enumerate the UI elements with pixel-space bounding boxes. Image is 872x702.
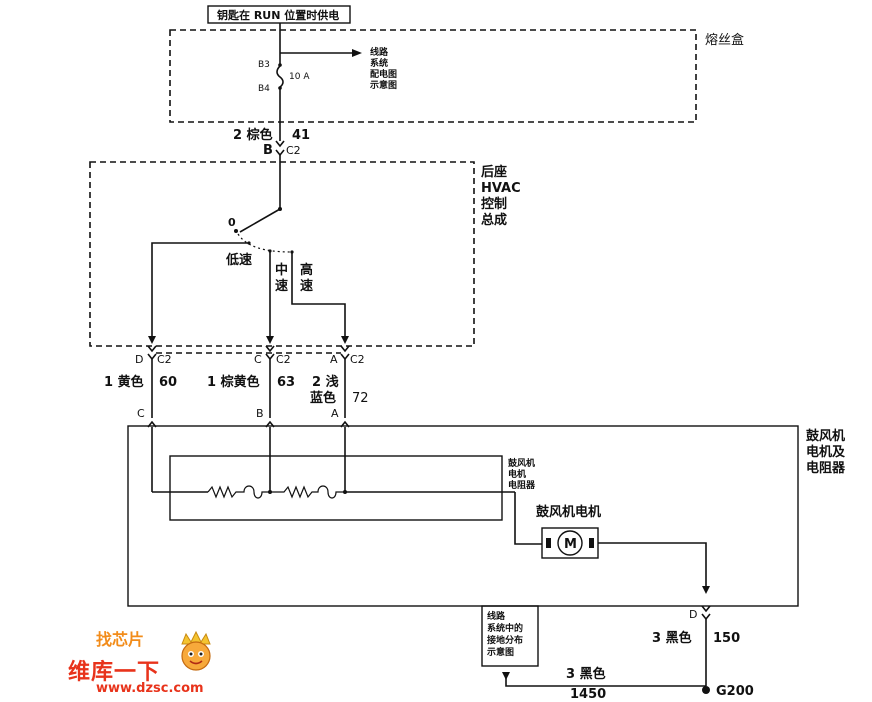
resistor-block-outline bbox=[169, 455, 503, 521]
wire-top-pin: B bbox=[263, 143, 273, 158]
watermark-logo: 找芯片 维库一下 www.dzsc.com bbox=[66, 626, 226, 698]
watermark-url: www.dzsc.com bbox=[96, 681, 204, 696]
low-speed-arrow-icon bbox=[148, 336, 156, 344]
wire2-circuit: 63 bbox=[277, 375, 295, 390]
resistor-junction-b bbox=[268, 490, 272, 494]
circuit-ref-line2: 系统 bbox=[370, 57, 388, 69]
wire3-size: 2 浅 bbox=[312, 374, 339, 390]
pin-d-label: D bbox=[135, 353, 143, 366]
ground-point-label: G200 bbox=[716, 684, 754, 699]
ground-ref-arrow-icon bbox=[502, 672, 510, 680]
wire-h-size-color: 3 黑色 bbox=[566, 666, 606, 682]
connector-c2-top-icon bbox=[275, 140, 285, 157]
wire-top-size-color: 2 棕色 bbox=[233, 127, 273, 143]
wire1-circuit: 60 bbox=[159, 375, 177, 390]
connector-c2-d-icon bbox=[147, 345, 157, 361]
motor-ground-arrow-icon bbox=[702, 586, 710, 594]
fuse-box-outline bbox=[169, 29, 697, 123]
wire-g-size-color: 3 黑色 bbox=[652, 630, 692, 646]
ground-ref-line2: 系统中的 bbox=[487, 622, 523, 634]
motor-to-ground-wire bbox=[598, 542, 707, 590]
wire-top-connector: C2 bbox=[286, 144, 301, 157]
watermark-top-text: 找芯片 bbox=[96, 630, 145, 649]
circuit-ref-line4: 示意图 bbox=[370, 79, 397, 91]
wire-top-circuit: 41 bbox=[292, 128, 310, 143]
hvac-label-line4: 总成 bbox=[481, 212, 507, 228]
ground-ref-line4: 示意图 bbox=[487, 646, 514, 658]
motor-brush-right bbox=[589, 538, 594, 548]
conn-c-label: C2 bbox=[276, 353, 291, 366]
wire1-size-color: 1 黄色 bbox=[104, 374, 144, 390]
blower-pin-b-label: B bbox=[256, 407, 264, 420]
fuse-branch-arrow-icon bbox=[352, 49, 362, 57]
motor-symbol: M bbox=[564, 537, 577, 552]
motor-label: 鼓风机电机 bbox=[536, 504, 601, 520]
speed-low-label: 低速 bbox=[225, 252, 252, 268]
high-speed-wire bbox=[291, 252, 346, 340]
resistor-label-line2: 电机 bbox=[508, 468, 526, 480]
blower-assembly-outline bbox=[127, 425, 799, 607]
resistor-to-motor-wire-2 bbox=[514, 492, 542, 545]
wire2-size-color: 1 棕黄色 bbox=[207, 374, 260, 390]
switch-off-contact bbox=[234, 229, 238, 233]
speed-mid-label-1: 中 bbox=[275, 262, 288, 278]
fuse-box-label: 熔丝盒 bbox=[705, 32, 744, 48]
ground-conn-d-icon bbox=[701, 605, 711, 621]
fuse-b3-label: B3 bbox=[258, 60, 270, 70]
watermark-main-text: 维库一下 bbox=[68, 660, 161, 685]
assembly-label-line3: 电阻器 bbox=[806, 460, 846, 476]
pin-c-label: C bbox=[254, 353, 262, 366]
assembly-label-line2: 电机及 bbox=[806, 444, 846, 460]
ground-wire-1450 bbox=[505, 678, 706, 687]
motor-brush-left bbox=[546, 538, 551, 548]
mid-speed-arrow-icon bbox=[266, 336, 274, 344]
ground-point-icon bbox=[702, 686, 710, 694]
fuse-pin-b4 bbox=[278, 86, 282, 90]
switch-blade bbox=[239, 208, 281, 233]
power-banner-text: 钥匙在 RUN 位置时供电 bbox=[217, 8, 339, 22]
resistor-1-icon bbox=[207, 485, 270, 499]
fuse-icon bbox=[276, 65, 284, 88]
wire3-circuit: 72 bbox=[352, 391, 369, 406]
mascot-icon bbox=[181, 630, 211, 671]
high-speed-arrow-icon bbox=[341, 336, 349, 344]
resistor-label-line3: 电阻器 bbox=[508, 479, 536, 491]
hvac-label-line3: 控制 bbox=[481, 196, 507, 212]
speed-high-label-2: 速 bbox=[300, 278, 313, 294]
conn-a-label: C2 bbox=[350, 353, 365, 366]
resistor-label-line1: 鼓风机 bbox=[508, 457, 535, 469]
hvac-label-line2: HVAC bbox=[481, 181, 521, 196]
switch-off-label: 0 bbox=[228, 216, 236, 229]
resistor-2-icon bbox=[270, 485, 345, 499]
hvac-assembly-outline bbox=[89, 161, 475, 347]
wire3-color: 蓝色 bbox=[310, 390, 336, 406]
blower-pin-a-label: A bbox=[331, 407, 339, 420]
speed-mid-label-2: 速 bbox=[275, 278, 288, 294]
circuit-ref-line3: 配电图 bbox=[370, 68, 397, 80]
ground-pin-label: D bbox=[689, 608, 697, 621]
ground-ref-line1: 线路 bbox=[487, 610, 506, 622]
pin-a-label: A bbox=[330, 353, 338, 366]
ground-ref-line3: 接地分布 bbox=[487, 634, 523, 646]
ground-ref-box bbox=[481, 605, 539, 667]
wire-g-circuit: 150 bbox=[713, 631, 740, 646]
assembly-label-line1: 鼓风机 bbox=[806, 428, 845, 444]
hvac-label-line1: 后座 bbox=[481, 164, 507, 180]
circuit-ref-line1: 线路 bbox=[370, 46, 389, 58]
low-speed-wire bbox=[151, 242, 249, 340]
motor-icon bbox=[557, 530, 583, 556]
fuse-b4-label: B4 bbox=[258, 84, 270, 94]
conn-d-label: C2 bbox=[157, 353, 172, 366]
fuse-rating-label: 10 A bbox=[289, 72, 310, 82]
wire-h-circuit: 1450 bbox=[570, 687, 606, 702]
blower-pin-c-label: C bbox=[137, 407, 145, 420]
speed-high-label-1: 高 bbox=[300, 262, 313, 278]
power-banner-box bbox=[207, 5, 351, 24]
connector-c2-a-icon bbox=[340, 345, 350, 361]
